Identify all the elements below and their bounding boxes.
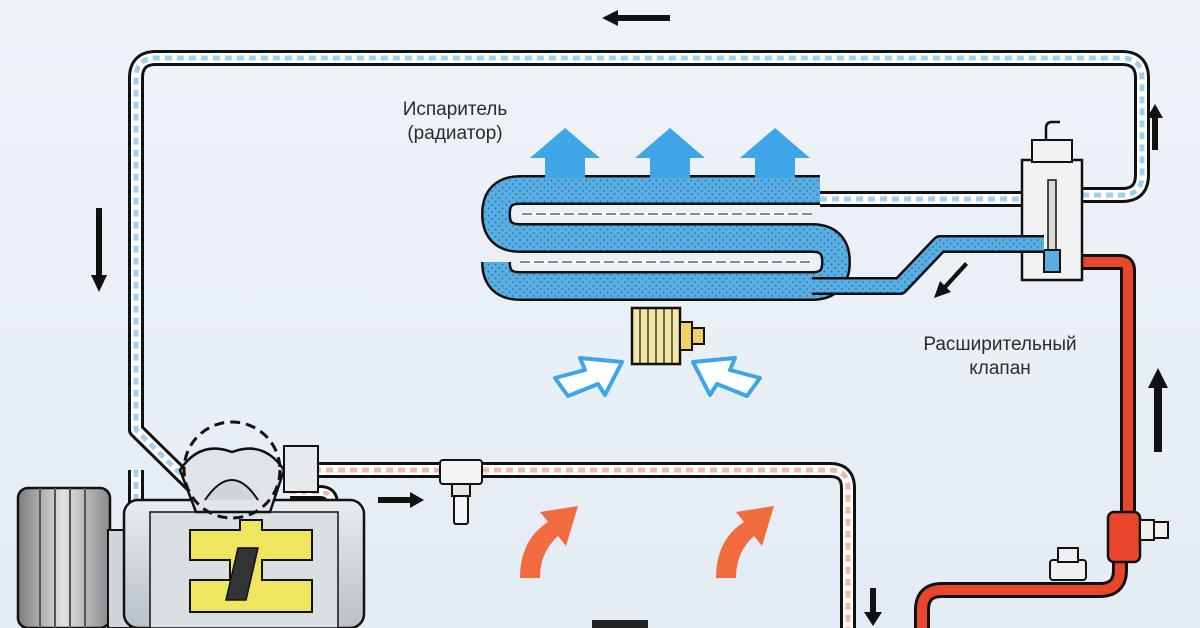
evaporator-label-line1: Испаритель <box>402 99 508 120</box>
expansion-valve-label-line2: клапан <box>969 358 1031 379</box>
arrow-icon <box>1147 104 1163 150</box>
arrow-icon <box>378 492 424 508</box>
cold-air-arrows <box>530 128 810 178</box>
flow-direction-arrows <box>91 10 1168 626</box>
arrow-icon <box>91 208 107 292</box>
arrow-up-icon <box>635 128 705 178</box>
outline-arrow-icon <box>553 356 624 398</box>
expansion-valve-label-line1: Расширительный <box>923 334 1077 355</box>
liquid-line <box>914 254 1169 628</box>
arrow-up-icon <box>530 128 600 178</box>
arrow-icon <box>864 588 882 626</box>
arrow-up-icon <box>520 506 578 578</box>
service-port <box>439 459 483 525</box>
high-pressure-gas-line <box>290 462 856 628</box>
highlight-circle <box>182 420 282 520</box>
condenser <box>592 620 648 628</box>
arrow-icon <box>934 262 968 298</box>
arrow-icon <box>602 10 670 26</box>
evaporator-label-line2: (радиатор) <box>407 123 503 144</box>
arrow-up-icon <box>740 128 810 178</box>
outline-arrow-icon <box>691 356 762 398</box>
evaporator-label: Испаритель (радиатор) <box>380 98 530 146</box>
expansion-valve <box>1020 120 1084 282</box>
blower-fan <box>630 306 705 366</box>
warm-air-arrows <box>520 506 774 578</box>
evaporator <box>481 175 1044 301</box>
expansion-valve-label: Расширительный клапан <box>885 333 1115 381</box>
compressor <box>16 420 366 628</box>
incoming-air-arrows <box>553 356 762 398</box>
arrow-up-icon <box>716 506 774 578</box>
arrow-icon <box>1148 368 1168 452</box>
